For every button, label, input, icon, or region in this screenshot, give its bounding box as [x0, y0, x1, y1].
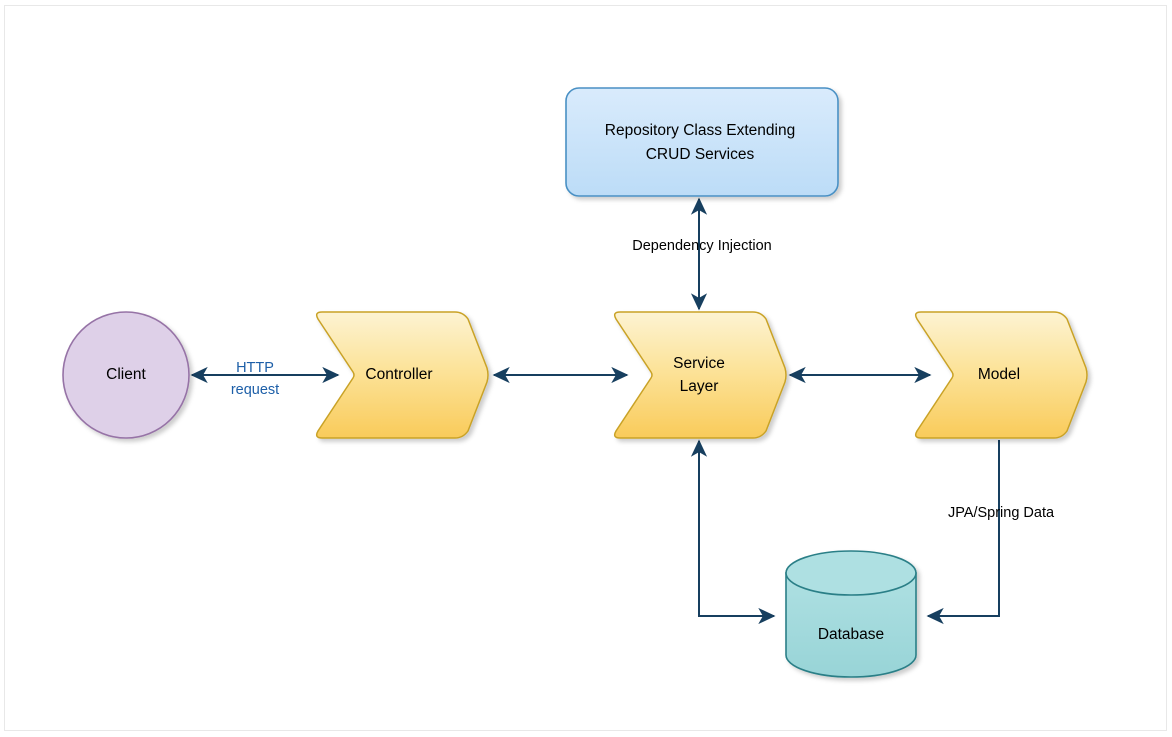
node-controller[interactable]: Controller [315, 311, 489, 439]
model-label: Model [978, 366, 1020, 383]
client-circle[interactable] [62, 311, 190, 439]
database-label: Database [818, 626, 884, 643]
controller-shape[interactable] [315, 311, 489, 439]
edge-label-http: HTTP [236, 360, 274, 376]
edge-model-database: JPA/Spring Data [926, 440, 1055, 625]
repository-label-line2: CRUD Services [646, 146, 755, 163]
client-label: Client [106, 366, 146, 383]
edge-label-jpa-spring-data: JPA/Spring Data [948, 505, 1055, 521]
node-client[interactable]: Client [62, 311, 190, 439]
database-body[interactable] [785, 572, 917, 678]
database-top-ellipse [785, 550, 917, 596]
node-service-layer[interactable]: Service Layer [613, 311, 787, 439]
service-layer-label-line2: Layer [680, 378, 719, 395]
node-database[interactable]: Database [785, 550, 917, 678]
edge-line [926, 440, 1000, 625]
service-layer-shape[interactable] [613, 311, 787, 439]
controller-label: Controller [365, 366, 432, 383]
repository-box[interactable] [565, 87, 839, 197]
edge-label-dependency-injection: Dependency Injection [632, 238, 771, 254]
service-layer-label-line1: Service [673, 355, 725, 372]
model-shape[interactable] [914, 311, 1088, 439]
node-model[interactable]: Model [914, 311, 1088, 439]
edge-service-layer-database [690, 439, 776, 625]
edge-client-controller: HTTP request [190, 360, 340, 398]
edge-label-request: request [231, 382, 279, 398]
edge-line [690, 439, 776, 625]
node-repository[interactable]: Repository Class Extending CRUD Services [565, 87, 839, 197]
repository-label-line1: Repository Class Extending [605, 122, 795, 139]
edge-repository-service-layer: Dependency Injection [632, 197, 772, 311]
